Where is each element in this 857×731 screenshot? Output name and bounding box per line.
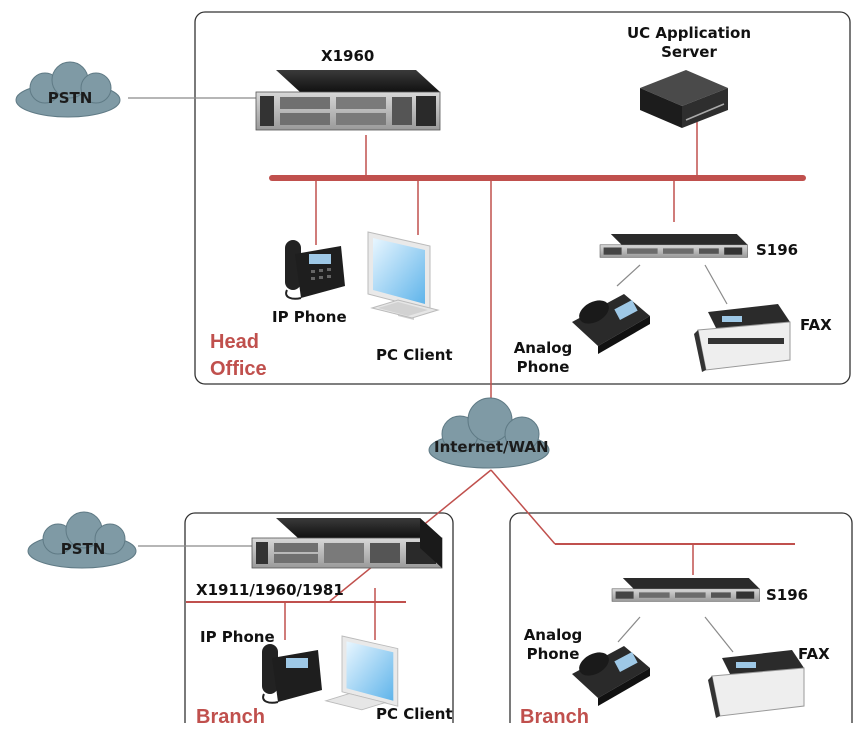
gray-links xyxy=(128,97,734,653)
pstn-label: PSTN xyxy=(47,89,93,107)
ip-phone-icon xyxy=(262,644,322,704)
pc-client-label: PC Client xyxy=(376,705,453,723)
rack-gateway-icon xyxy=(251,518,443,569)
red-links xyxy=(284,122,698,640)
pc-monitor-icon xyxy=(324,635,399,711)
analog-label-line1: Analog xyxy=(513,339,573,357)
fax-label: FAX xyxy=(800,316,832,334)
pstn-label: PSTN xyxy=(60,540,106,558)
analog-label-line2: Phone xyxy=(516,357,570,376)
cloud-icon xyxy=(428,397,550,469)
branch-title: Branch xyxy=(196,706,265,728)
branch-title: Branch xyxy=(520,706,589,728)
server-label-line1: UC Application xyxy=(626,24,752,42)
gateway-label: X1911/1960/1981 xyxy=(196,581,344,599)
analog-phone-label: Analog Phone xyxy=(508,339,578,377)
pc-client-label: PC Client xyxy=(376,346,453,364)
fax-label: FAX xyxy=(798,645,830,663)
cloud-icon xyxy=(27,511,137,569)
ip-phone-icon xyxy=(285,240,345,300)
rack-gateway-icon xyxy=(599,233,749,258)
fax-machine-icon xyxy=(708,650,805,718)
server-label: UC Application Server xyxy=(616,24,762,62)
head-office-title-line2: Office xyxy=(210,358,267,380)
server-icon xyxy=(640,70,728,128)
analog-label-line1: Analog xyxy=(523,626,583,644)
s196-label: S196 xyxy=(756,241,799,259)
analog-phone-label: Analog Phone xyxy=(518,626,588,664)
ip-phone-label: IP Phone xyxy=(272,308,347,326)
internet-label: Internet/WAN xyxy=(434,438,549,456)
server-label-line2: Server xyxy=(661,42,717,61)
analog-phone-icon xyxy=(572,294,650,354)
pc-monitor-icon xyxy=(367,231,440,320)
fax-machine-icon xyxy=(694,304,791,372)
head-office-title: Head Office xyxy=(210,329,267,383)
s196-label: S196 xyxy=(766,586,809,604)
rack-gateway-icon xyxy=(611,577,761,602)
cloud-icon xyxy=(15,61,121,118)
ip-phone-label: IP Phone xyxy=(200,628,275,646)
branch-right-frame xyxy=(509,512,853,723)
analog-label-line2: Phone xyxy=(526,644,580,663)
gateway-label: X1960 xyxy=(321,47,375,65)
analog-phone-icon xyxy=(572,646,650,706)
rack-gateway-icon xyxy=(255,70,441,131)
head-office-title-line1: Head xyxy=(210,331,259,353)
head-office-frame xyxy=(194,11,851,385)
branch-left-frame xyxy=(184,512,454,723)
